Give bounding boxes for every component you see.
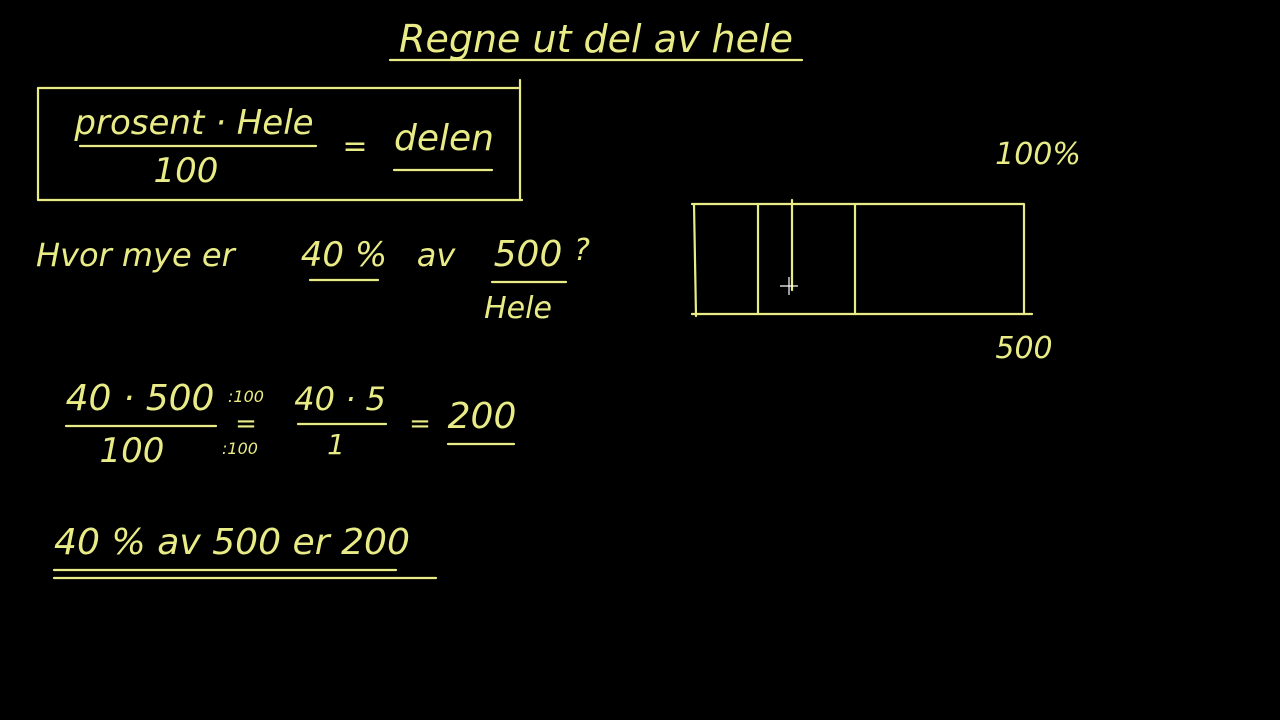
calc-step1-numerator: 40 · 500 xyxy=(66,378,215,419)
conclusion-text: 40 % av 500 er 200 xyxy=(54,522,410,563)
calc-equals-2: = xyxy=(409,409,431,439)
question-middle: av xyxy=(417,236,457,274)
formula-box xyxy=(36,78,524,202)
question-whole-caption: Hele xyxy=(484,291,552,326)
diagram-outline xyxy=(690,202,1034,318)
calc-step2-denominator: 1 xyxy=(327,428,345,461)
diagram-bottom-label: 500 xyxy=(995,331,1052,366)
formula-numerator: prosent · Hele xyxy=(73,103,313,143)
formula-equals: = xyxy=(342,129,367,164)
question-mark: ? xyxy=(574,233,590,268)
diagram-bar xyxy=(690,198,1034,318)
calc-equals-1: = xyxy=(235,409,257,439)
crosshair-cursor-icon xyxy=(780,277,798,295)
calc-divide-top: :100 xyxy=(228,387,264,406)
page-title: Regne ut del av hele xyxy=(399,17,793,61)
formula-denominator: 100 xyxy=(154,151,219,191)
question-prefix: Hvor mye er xyxy=(36,236,237,274)
calc-step1-denominator: 100 xyxy=(100,431,165,471)
calc-result: 200 xyxy=(448,396,517,437)
calc-divide-bottom: :100 xyxy=(222,439,258,458)
question-whole: 500 xyxy=(494,234,563,275)
formula-result: delen xyxy=(394,118,494,159)
question-percent: 40 % xyxy=(301,235,387,275)
diagram-top-label: 100% xyxy=(995,137,1081,172)
calc-step2-numerator: 40 · 5 xyxy=(294,380,386,418)
